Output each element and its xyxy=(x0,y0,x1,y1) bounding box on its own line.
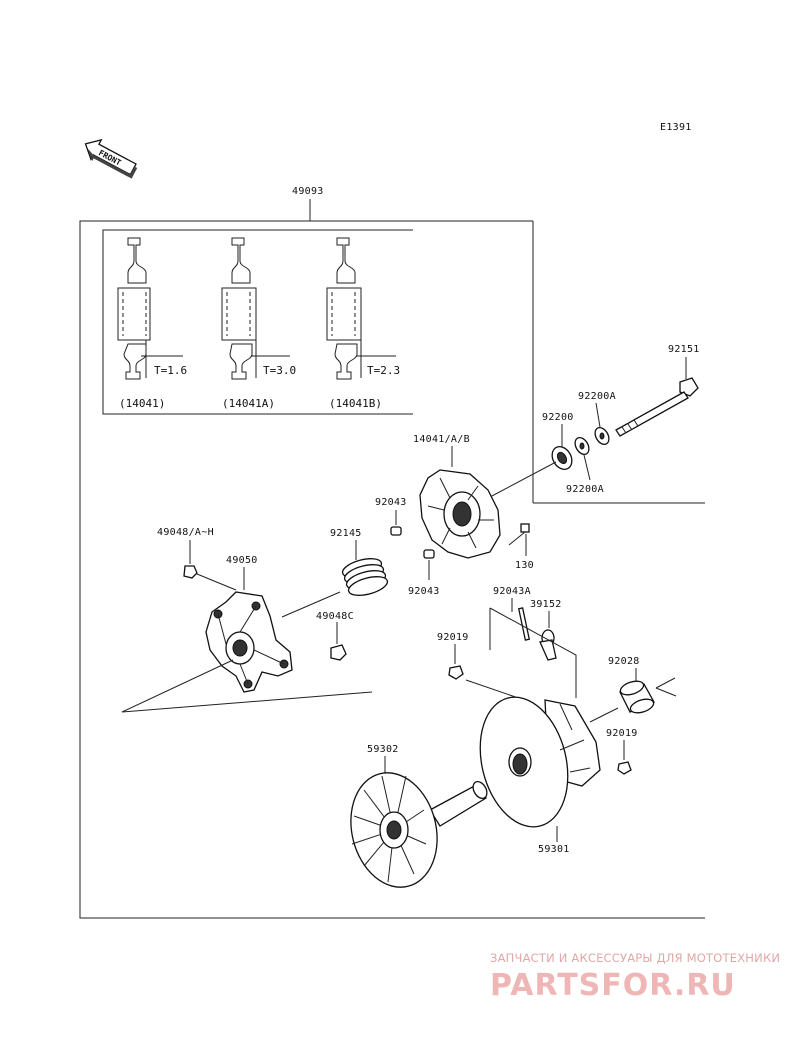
watermark-subtitle: ЗАПЧАСТИ И АКСЕССУАРЫ ДЛЯ МОТОТЕХНИКИ xyxy=(490,951,780,965)
label-92200A-top: 92200A xyxy=(578,391,616,402)
shim-part-1: (14041) xyxy=(119,397,165,410)
assembly-number: 49093 xyxy=(292,186,324,197)
bushing-92200 xyxy=(551,446,573,470)
label-92019-right: 92019 xyxy=(606,728,638,739)
pin-92043A xyxy=(517,607,531,641)
assembly-frame xyxy=(79,220,705,919)
shim-thickness-1: T=1.6 xyxy=(154,364,187,377)
weight-49048C xyxy=(330,644,347,661)
movable-sheave-59301 xyxy=(479,696,601,828)
label-130: 130 xyxy=(515,560,534,571)
label-92043A: 92043A xyxy=(493,586,531,597)
label-49048C: 49048C xyxy=(316,611,354,622)
weight-nut-49048AH xyxy=(183,565,198,579)
washer-92200A-bottom xyxy=(574,436,590,456)
shim-14041-drawing xyxy=(117,237,183,380)
pin-92043-lower xyxy=(423,549,435,559)
roller-39152 xyxy=(539,629,557,661)
label-92151: 92151 xyxy=(668,344,700,355)
front-arrow-icon: FRONT xyxy=(84,138,138,179)
label-59302: 59302 xyxy=(367,744,399,755)
shim-thickness-3: T=2.3 xyxy=(367,364,400,377)
label-39152: 39152 xyxy=(530,599,562,610)
shim-thickness-2: T=3.0 xyxy=(263,364,296,377)
label-92043-lower: 92043 xyxy=(408,586,440,597)
label-92145: 92145 xyxy=(330,528,362,539)
label-92200A-bottom: 92200A xyxy=(566,484,604,495)
nut-92019-right xyxy=(617,761,632,775)
shim-part-2: (14041A) xyxy=(222,397,275,410)
nut-92019-left xyxy=(448,665,464,680)
label-92043-upper: 92043 xyxy=(375,497,407,508)
fixed-sheave-59302 xyxy=(350,772,488,888)
label-92019-left: 92019 xyxy=(437,632,469,643)
label-49050: 49050 xyxy=(226,555,258,566)
watermark-logo: PARTSFOR.RU xyxy=(490,968,736,1003)
label-14041AB: 14041/A/B xyxy=(413,434,470,445)
pin-92043-upper xyxy=(390,526,402,536)
bolt-92151 xyxy=(615,357,699,437)
shim-14041A-drawing xyxy=(221,237,290,380)
washer-92200A-top xyxy=(594,426,610,446)
label-59301: 59301 xyxy=(538,844,570,855)
label-92200: 92200 xyxy=(542,412,574,423)
cover-49050 xyxy=(205,591,293,693)
bushing-92028 xyxy=(619,680,655,714)
shim-14041B-drawing xyxy=(326,237,396,380)
shim-inset-box xyxy=(102,229,413,415)
diagram-code: E1391 xyxy=(660,122,692,133)
spider-14041AB xyxy=(419,469,501,559)
label-49048AH: 49048/A~H xyxy=(157,527,214,538)
shim-part-3: (14041B) xyxy=(329,397,382,410)
bolt-130 xyxy=(508,523,530,546)
spring-92145 xyxy=(341,558,389,596)
label-92028: 92028 xyxy=(608,656,640,667)
